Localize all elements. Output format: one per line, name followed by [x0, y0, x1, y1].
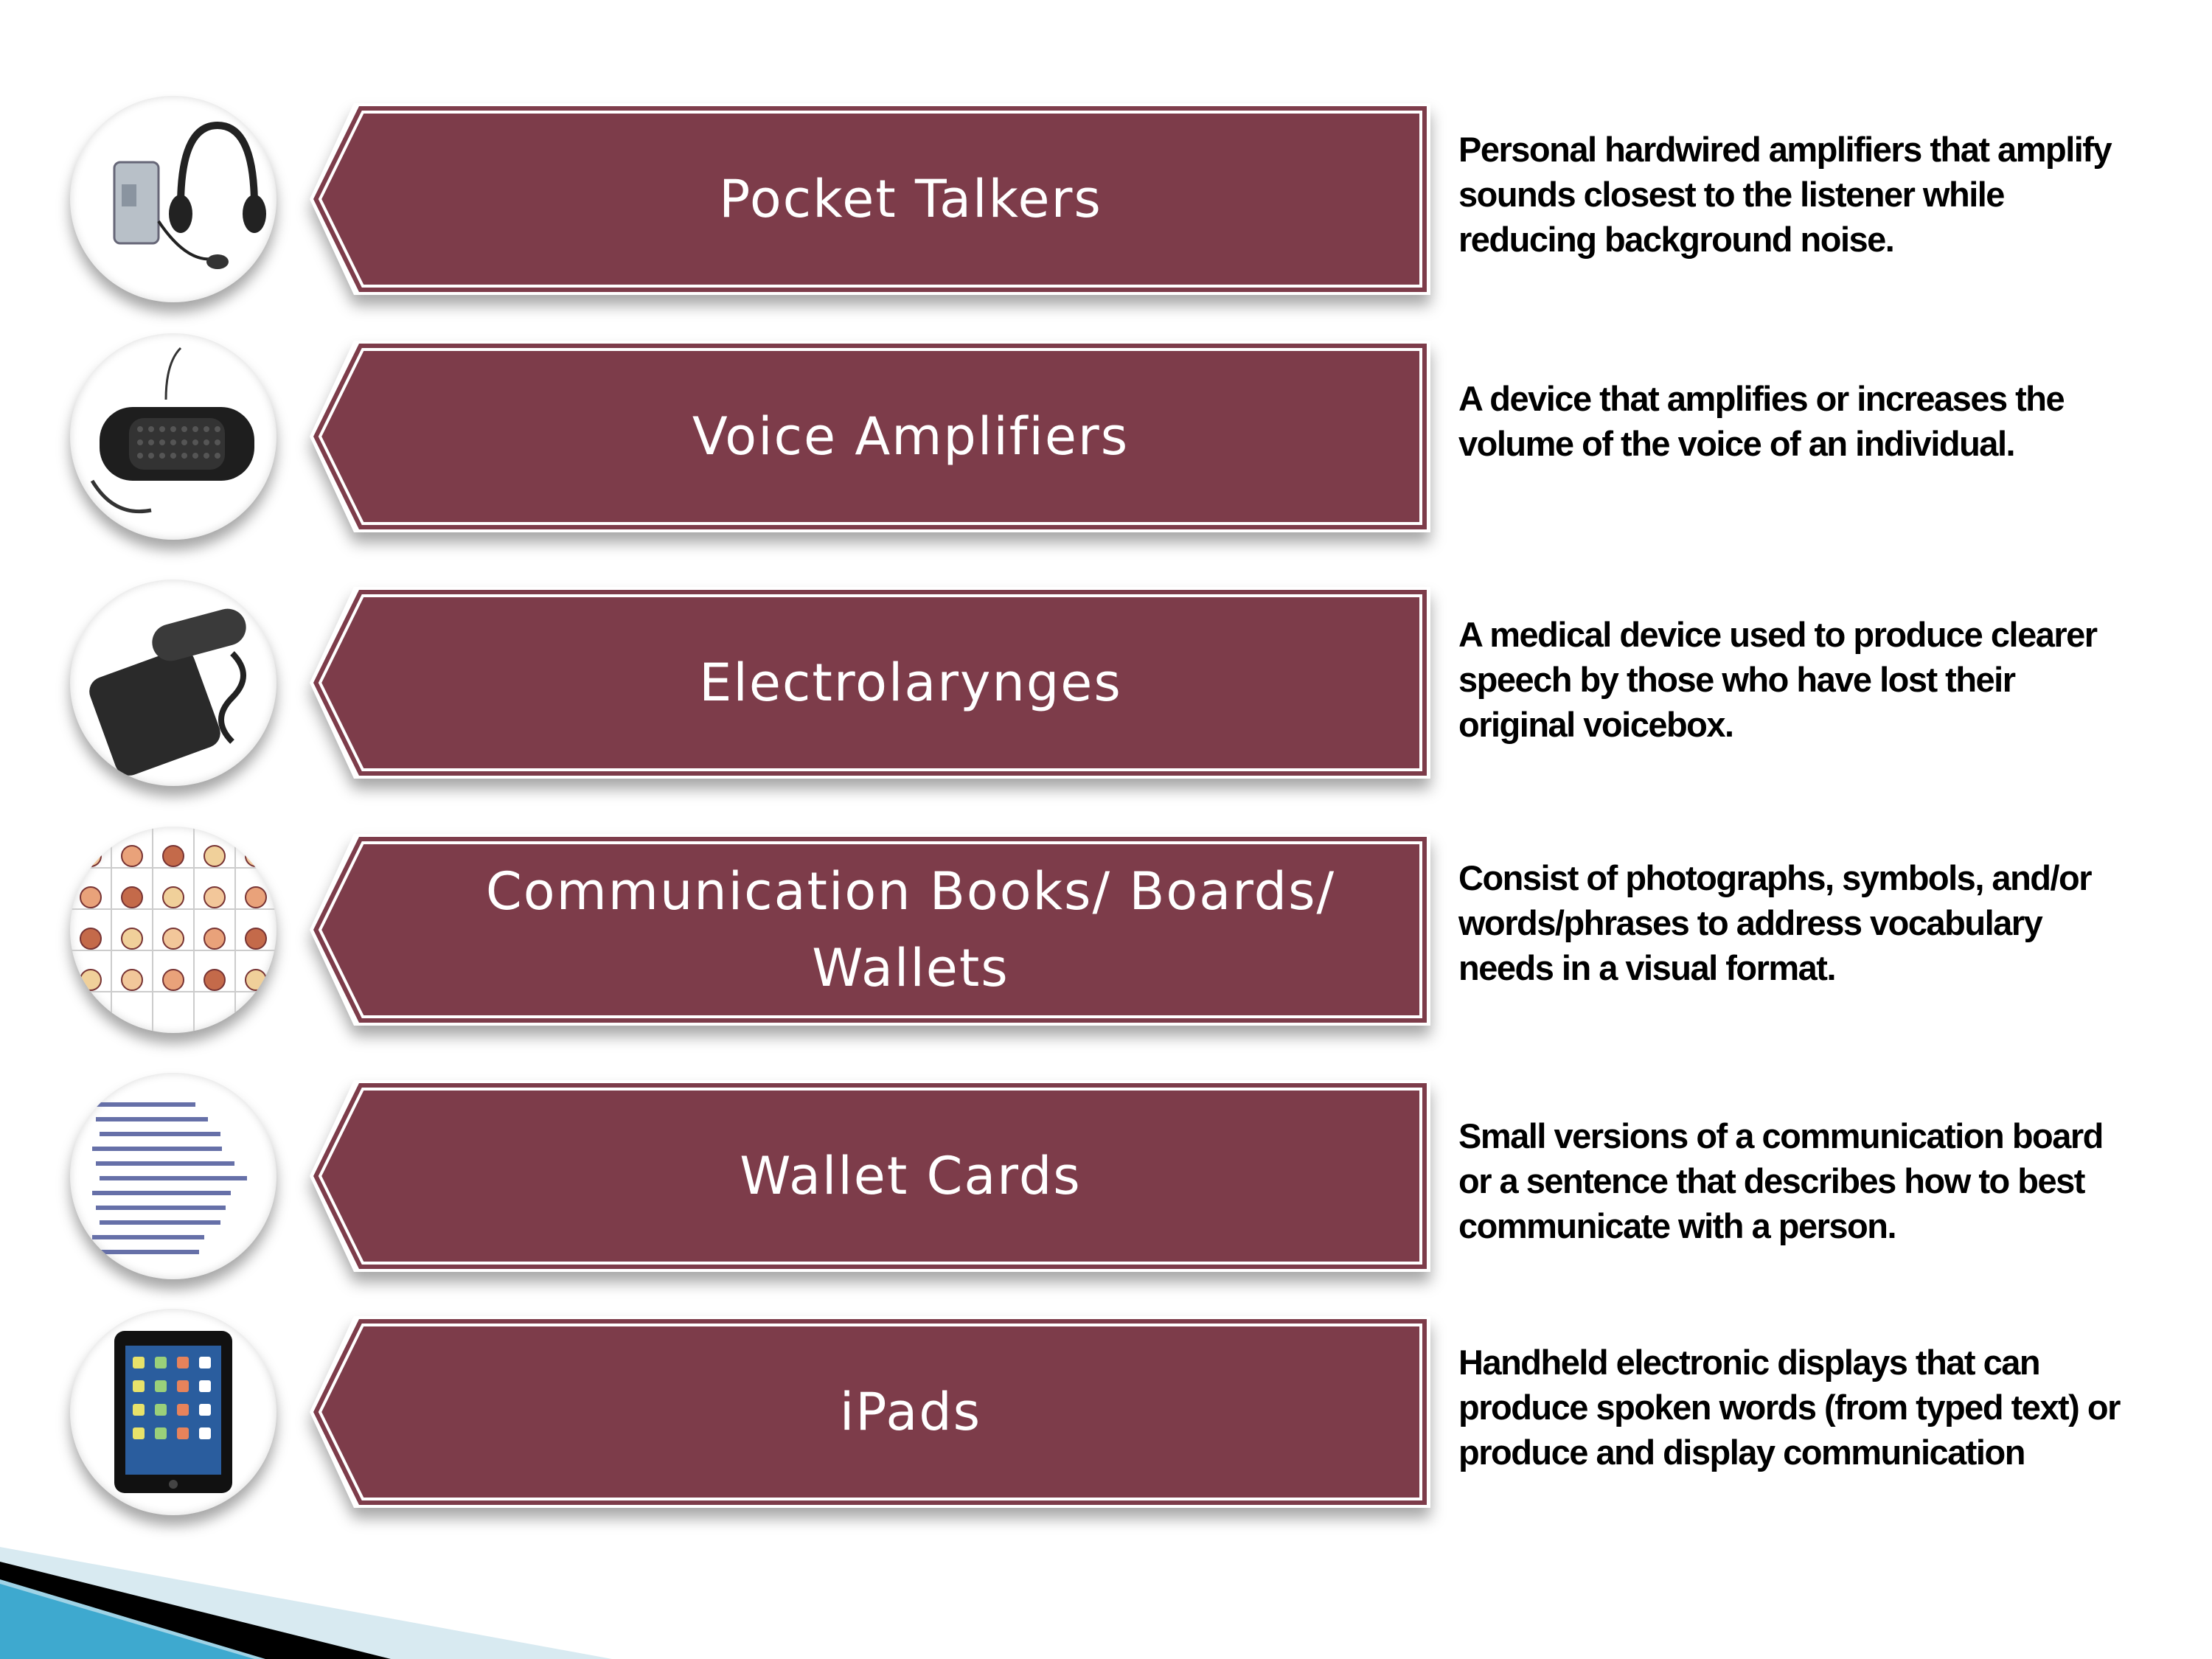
description-line: sounds closest to the listener while [1458, 175, 2005, 214]
device-row: Communication Books/ Boards/ Wallets [0, 827, 2212, 1033]
device-description: Handheld electronic displays that can pro… [1458, 1340, 2203, 1475]
device-title: Communication Books/ Boards/ Wallets [485, 861, 1336, 998]
wallet-card-icon [70, 1073, 276, 1279]
description-line: original voicebox. [1458, 705, 1734, 744]
description-line: produce and display communication [1458, 1433, 2025, 1472]
description-line: speech by those who have lost their [1458, 660, 2016, 699]
device-title-arrow: Voice Amplifiers [310, 341, 1430, 532]
device-description: Personal hardwired amplifiers that ampli… [1458, 127, 2203, 262]
device-row: Wallet Cards [0, 1073, 2212, 1279]
description-line: communicate with a person. [1458, 1206, 1897, 1245]
description-line: reducing background noise. [1458, 220, 1895, 259]
device-title-arrow: Electrolarynges [310, 587, 1430, 779]
device-description: A medical device used to produce clearer… [1458, 612, 2203, 747]
ipad-icon [70, 1309, 276, 1515]
device-description: Small versions of a communication board o… [1458, 1113, 2203, 1248]
voice-amplifier-icon [70, 333, 276, 540]
electrolarynx-icon [70, 580, 276, 786]
device-title: iPads [839, 1382, 982, 1442]
device-title: Electrolarynges [699, 653, 1122, 713]
description-line: Consist of photographs, symbols, and/or [1458, 858, 2093, 897]
device-title-arrow: iPads [310, 1316, 1430, 1508]
description-line: A device that amplifies or increases the [1458, 379, 2065, 418]
description-line: Handheld electronic displays that can [1458, 1343, 2041, 1382]
description-line: A medical device used to produce clearer [1458, 615, 2098, 654]
description-line: needs in a visual format. [1458, 948, 1837, 987]
description-line: or a sentence that describes how to best [1458, 1161, 2085, 1200]
device-description: A device that amplifies or increases the… [1458, 376, 2203, 466]
device-title: Wallet Cards [740, 1146, 1082, 1206]
device-row: Pocket Talkers [0, 96, 2212, 302]
device-title: Voice Amplifiers [692, 406, 1130, 467]
device-title-arrow: Pocket Talkers [310, 103, 1430, 295]
device-row: Voice Amplifiers [0, 333, 2212, 540]
description-line: volume of the voice of an individual. [1458, 424, 2016, 463]
device-title: Pocket Talkers [719, 169, 1102, 229]
description-line: Personal hardwired amplifiers that ampli… [1458, 130, 2112, 169]
pocket-talker-headphones-icon [70, 96, 276, 302]
device-description: Consist of photographs, symbols, and/or w… [1458, 855, 2203, 990]
device-row: iPads [0, 1309, 2212, 1515]
corner-decoration [0, 1547, 612, 1659]
device-title-arrow: Communication Books/ Boards/ Wallets [310, 834, 1430, 1026]
description-line: Small versions of a communication board [1458, 1116, 2104, 1155]
description-line: produce spoken words (from typed text) o… [1458, 1388, 2121, 1427]
description-line: words/phrases to address vocabulary [1458, 903, 2043, 942]
device-title-arrow: Wallet Cards [310, 1080, 1430, 1272]
device-row: Electrolarynges [0, 580, 2212, 786]
communication-board-icon [70, 827, 276, 1033]
